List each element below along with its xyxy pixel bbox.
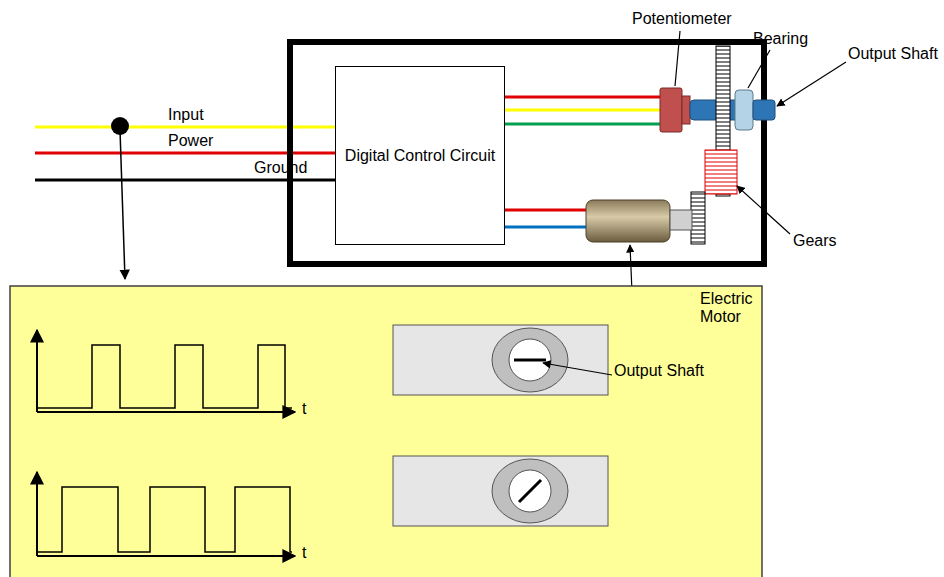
axis <box>37 555 295 557</box>
servo-horn <box>492 328 568 392</box>
axis-label: t <box>302 544 306 562</box>
pot-wire <box>497 109 662 112</box>
leader-line <box>630 245 632 292</box>
pwm-signal <box>37 345 292 408</box>
output-shaft-top <box>509 339 551 381</box>
motor-wire <box>497 226 588 229</box>
part-label: Electric Motor <box>700 290 778 327</box>
part-label: Output Shaft <box>614 362 704 380</box>
potentiometer <box>660 88 682 132</box>
signal-panel <box>10 286 762 577</box>
leader-line <box>748 50 770 88</box>
signal-name: Input <box>168 106 204 124</box>
leader-line <box>777 62 846 106</box>
reduction-gear <box>705 150 737 194</box>
part-label: Potentiometer <box>632 10 732 28</box>
part-label: Output Shaft <box>848 45 938 63</box>
output-shaft <box>753 100 775 120</box>
pot-wire <box>497 123 662 126</box>
part-label: Gears <box>793 232 837 250</box>
control-circuit-box: Digital Control Circuit <box>335 66 505 245</box>
motor-wire <box>497 209 588 212</box>
pwm-signal <box>37 487 292 552</box>
leader-line <box>543 363 612 375</box>
box-text: Digital Control Circuit <box>339 140 501 172</box>
leader-line <box>675 31 680 86</box>
axis <box>36 330 38 412</box>
servo-horn <box>492 459 568 523</box>
signal-name: Power <box>168 132 213 150</box>
servo-housing <box>290 42 764 264</box>
axis <box>37 411 295 413</box>
leader-line <box>737 186 790 234</box>
bearing <box>735 90 753 130</box>
shaft-slot <box>514 359 546 362</box>
part-label: Bearing <box>753 30 808 48</box>
axis <box>36 472 38 556</box>
pinion-gear <box>691 192 705 244</box>
servo-top-view <box>393 325 608 395</box>
shaft-slot <box>519 480 541 502</box>
servo-top-view <box>393 456 608 526</box>
probe-arrow <box>120 130 125 279</box>
signal-name: Ground <box>254 159 307 177</box>
electric-motor <box>586 200 670 242</box>
motor-shaft <box>670 210 692 230</box>
axis-label: t <box>302 400 306 418</box>
output-shaft-top <box>509 470 551 512</box>
potentiometer <box>682 96 690 124</box>
pot-wire <box>497 96 662 99</box>
